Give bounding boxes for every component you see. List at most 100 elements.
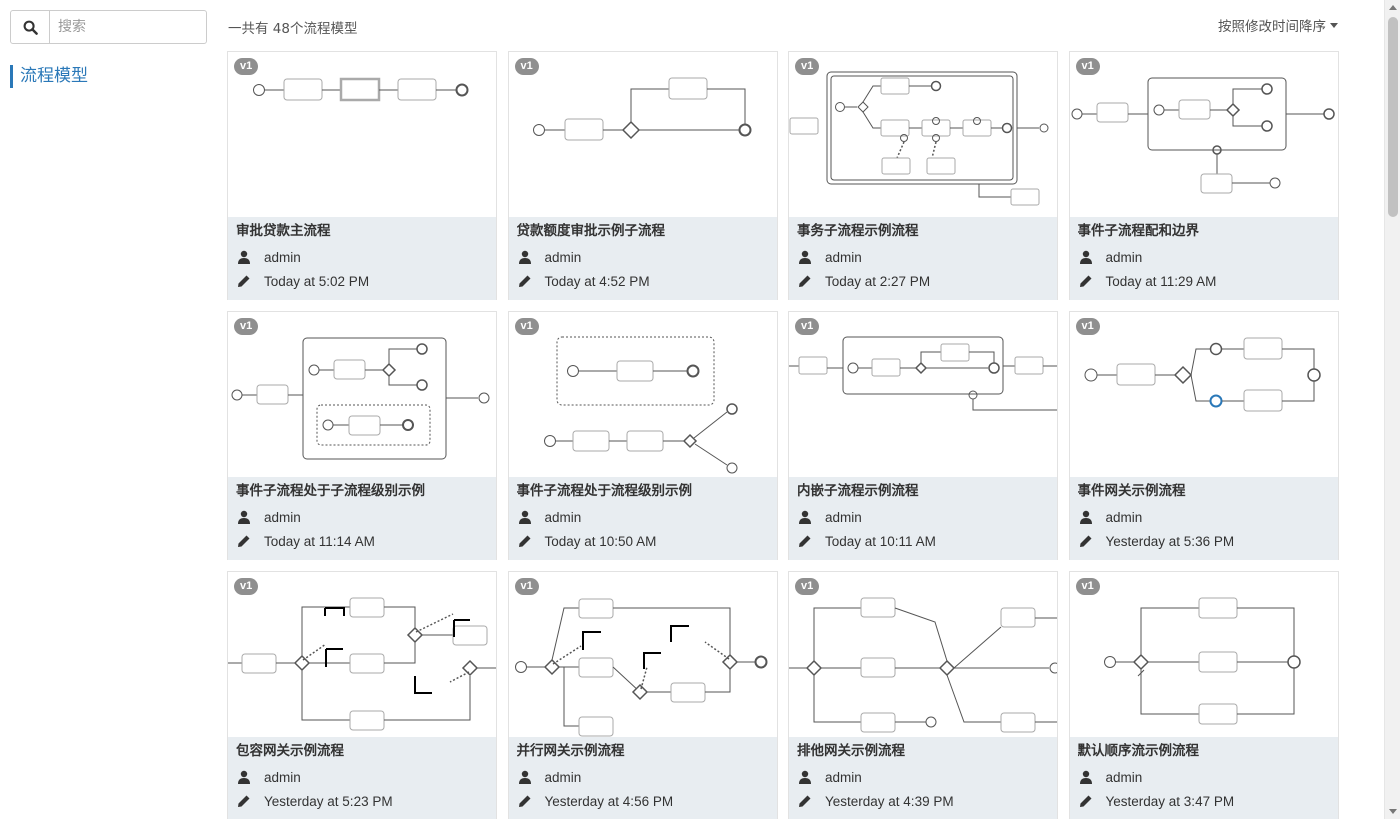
- model-count: 一共有 48个流程模型: [228, 21, 358, 37]
- model-modified: Today at 10:11 AM: [825, 533, 936, 549]
- pencil-icon: [799, 535, 811, 547]
- model-card[interactable]: v1: [788, 311, 1058, 560]
- version-badge: v1: [234, 318, 259, 335]
- model-name[interactable]: 贷款额度审批示例子流程: [516, 223, 666, 239]
- process-diagram: [789, 71, 1049, 206]
- process-diagram: [1103, 597, 1301, 725]
- diagram-thumbnail[interactable]: v1: [789, 52, 1057, 217]
- process-diagram: [514, 598, 767, 737]
- pencil-icon: [238, 275, 250, 287]
- model-author: admin: [544, 769, 582, 785]
- model-name[interactable]: 事件子流程处于流程级别示例: [516, 483, 693, 499]
- model-card[interactable]: v1: [788, 51, 1058, 300]
- pencil-icon: [518, 275, 530, 287]
- model-modified: Today at 5:02 PM: [264, 273, 370, 289]
- diagram-thumbnail[interactable]: v1: [508, 312, 777, 477]
- diagram-thumbnail[interactable]: v1: [228, 312, 496, 477]
- model-name[interactable]: 事务子流程示例流程: [797, 223, 919, 239]
- user-icon: [1079, 250, 1092, 264]
- model-card[interactable]: v1: [507, 571, 778, 819]
- model-name[interactable]: 事件子流程处于子流程级别示例: [236, 483, 425, 499]
- model-author: admin: [544, 249, 582, 265]
- user-icon: [238, 250, 250, 264]
- process-diagram: [231, 337, 490, 460]
- pencil-icon: [238, 535, 250, 547]
- model-name[interactable]: 包容网关示例流程: [236, 743, 344, 759]
- version-badge: v1: [1075, 318, 1100, 335]
- model-name[interactable]: 事件子流程配和边界: [1077, 223, 1200, 239]
- process-diagram: [1071, 77, 1335, 194]
- model-modified: Yesterday at 5:36 PM: [1105, 533, 1235, 549]
- user-icon: [518, 770, 531, 784]
- sort-label: 按照修改时间降序: [1218, 19, 1326, 35]
- diagram-thumbnail[interactable]: v1: [1069, 312, 1338, 477]
- pencil-icon: [799, 795, 811, 807]
- version-badge: v1: [795, 578, 820, 595]
- scroll-down-arrow-icon[interactable]: [1389, 809, 1397, 814]
- model-author: admin: [1105, 249, 1143, 265]
- model-card[interactable]: v1 贷款额度审批示例子流程 admin Today at 4:52 PM: [507, 51, 778, 300]
- diagram-thumbnail[interactable]: v1: [228, 52, 496, 217]
- model-card[interactable]: v1 事件网关示例流程 admin: [1068, 311, 1339, 560]
- model-card[interactable]: v1: [1068, 51, 1339, 300]
- process-diagram: [789, 336, 1057, 411]
- version-badge: v1: [514, 578, 539, 595]
- diagram-thumbnail[interactable]: v1: [508, 572, 777, 737]
- model-author: admin: [264, 769, 301, 785]
- sort-dropdown[interactable]: 按照修改时间降序: [1218, 15, 1338, 35]
- model-name[interactable]: 内嵌子流程示例流程: [797, 483, 919, 499]
- user-icon: [799, 250, 811, 264]
- scroll-up-arrow-icon[interactable]: [1389, 5, 1397, 10]
- version-badge: v1: [1075, 58, 1100, 75]
- user-icon: [238, 770, 250, 784]
- user-icon: [799, 770, 811, 784]
- pencil-icon: [1079, 275, 1091, 287]
- model-card[interactable]: v1: [227, 311, 497, 560]
- pencil-icon: [1079, 795, 1091, 807]
- version-badge: v1: [514, 318, 539, 335]
- model-author: admin: [1105, 769, 1143, 785]
- model-card[interactable]: v1 事件子流程处于流程级别示例: [507, 311, 778, 560]
- model-name[interactable]: 排他网关示例流程: [797, 743, 905, 759]
- model-card[interactable]: v1: [788, 571, 1058, 819]
- model-modified: Today at 2:27 PM: [825, 273, 931, 289]
- model-name[interactable]: 事件网关示例流程: [1077, 483, 1186, 499]
- caret-down-icon: [1330, 22, 1338, 28]
- version-badge: v1: [234, 578, 259, 595]
- model-name[interactable]: 默认顺序流示例流程: [1077, 743, 1200, 759]
- model-author: admin: [1105, 509, 1143, 525]
- version-badge: v1: [234, 58, 259, 75]
- search-button[interactable]: [11, 11, 50, 43]
- model-card[interactable]: v1 审批贷款主流程 admin Today at 5:02 PM: [227, 51, 497, 300]
- model-name[interactable]: 并行网关示例流程: [516, 743, 625, 759]
- pencil-icon: [518, 535, 530, 547]
- process-diagram: [543, 336, 738, 474]
- model-author: admin: [544, 509, 582, 525]
- pencil-icon: [238, 795, 250, 807]
- process-diagram: [789, 597, 1057, 733]
- search-icon: [23, 20, 38, 35]
- sidebar-item-process-models[interactable]: 流程模型: [10, 65, 88, 88]
- diagram-thumbnail[interactable]: v1: [789, 312, 1057, 477]
- model-modified: Today at 4:52 PM: [544, 273, 650, 289]
- pencil-icon: [799, 275, 811, 287]
- model-modified: Yesterday at 4:56 PM: [544, 793, 674, 809]
- model-modified: Yesterday at 4:39 PM: [825, 793, 954, 809]
- model-author: admin: [825, 769, 862, 785]
- search-box: [10, 10, 207, 44]
- diagram-thumbnail[interactable]: v1: [789, 572, 1057, 737]
- model-name[interactable]: 审批贷款主流程: [236, 223, 331, 239]
- process-diagram: [253, 77, 469, 102]
- model-card[interactable]: v1 默认顺序流示例流程 admin Yesterday at: [1068, 571, 1339, 819]
- diagram-thumbnail[interactable]: v1: [1069, 572, 1338, 737]
- scrollbar-thumb[interactable]: [1388, 17, 1398, 217]
- search-input[interactable]: [50, 11, 206, 43]
- model-modified: Today at 11:29 AM: [1105, 273, 1217, 289]
- user-icon: [518, 250, 531, 264]
- vertical-scrollbar[interactable]: [1384, 0, 1400, 819]
- model-card[interactable]: v1: [227, 571, 497, 819]
- model-author: admin: [825, 249, 862, 265]
- diagram-thumbnail[interactable]: v1: [1069, 52, 1338, 217]
- diagram-thumbnail[interactable]: v1: [508, 52, 777, 217]
- diagram-thumbnail[interactable]: v1: [228, 572, 496, 737]
